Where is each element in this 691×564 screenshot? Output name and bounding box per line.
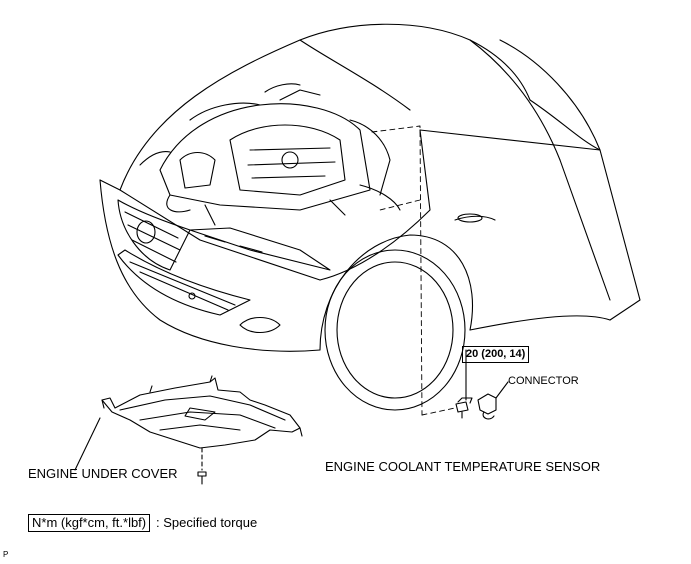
connector-drawing xyxy=(477,381,509,420)
connector-label: CONNECTOR xyxy=(508,375,579,387)
coolant-sensor-drawing xyxy=(455,349,473,419)
page-marker: P xyxy=(3,550,9,559)
car-body xyxy=(99,23,641,411)
torque-legend-unit: N*m (kgf*cm, ft.*lbf) xyxy=(28,514,151,533)
sensor-label: ENGINE COOLANT TEMPERATURE SENSOR xyxy=(325,459,601,474)
under-cover-label: ENGINE UNDER COVER xyxy=(28,466,178,481)
under-cover-drawing xyxy=(74,375,303,485)
locator-lines xyxy=(371,125,456,416)
torque-legend-text: : Specified torque xyxy=(156,515,258,530)
torque-value-box: 20 (200, 14) xyxy=(462,346,530,363)
